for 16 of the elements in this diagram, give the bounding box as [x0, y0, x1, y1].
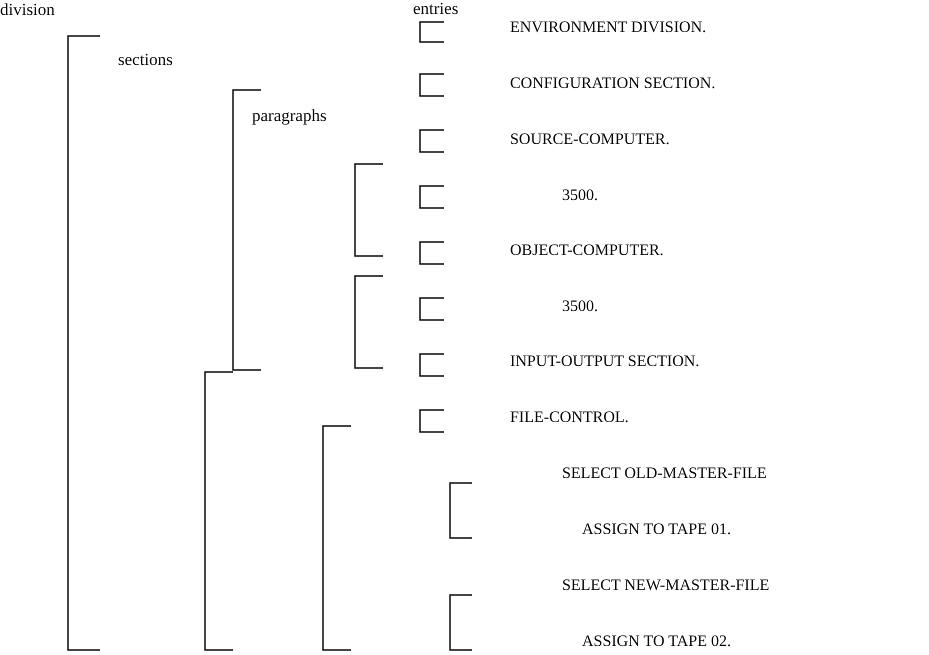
heading: paragraphs: [252, 107, 327, 125]
entry-text: INPUT-OUTPUT SECTION.: [510, 353, 700, 371]
entry-text: ASSIGN TO TAPE 01.: [582, 521, 731, 539]
entry-text: SELECT OLD-MASTER-FILE: [562, 465, 767, 483]
entry-text: CONFIGURATION SECTION.: [510, 75, 716, 93]
entry-text: OBJECT-COMPUTER.: [510, 242, 664, 260]
entry-text: ENVIRONMENT DIVISION.: [510, 19, 706, 37]
entry-text: 3500.: [562, 187, 598, 205]
entry-text: FILE-CONTROL.: [510, 409, 629, 427]
entry-text: ASSIGN TO TAPE 02.: [582, 633, 731, 651]
heading: division: [0, 1, 55, 19]
heading: entries: [413, 0, 458, 18]
entry-text: SOURCE-COMPUTER.: [510, 131, 670, 149]
entry-text: 3500.: [562, 298, 598, 316]
entry-text: SELECT NEW-MASTER-FILE: [562, 577, 770, 595]
heading: sections: [118, 51, 173, 69]
